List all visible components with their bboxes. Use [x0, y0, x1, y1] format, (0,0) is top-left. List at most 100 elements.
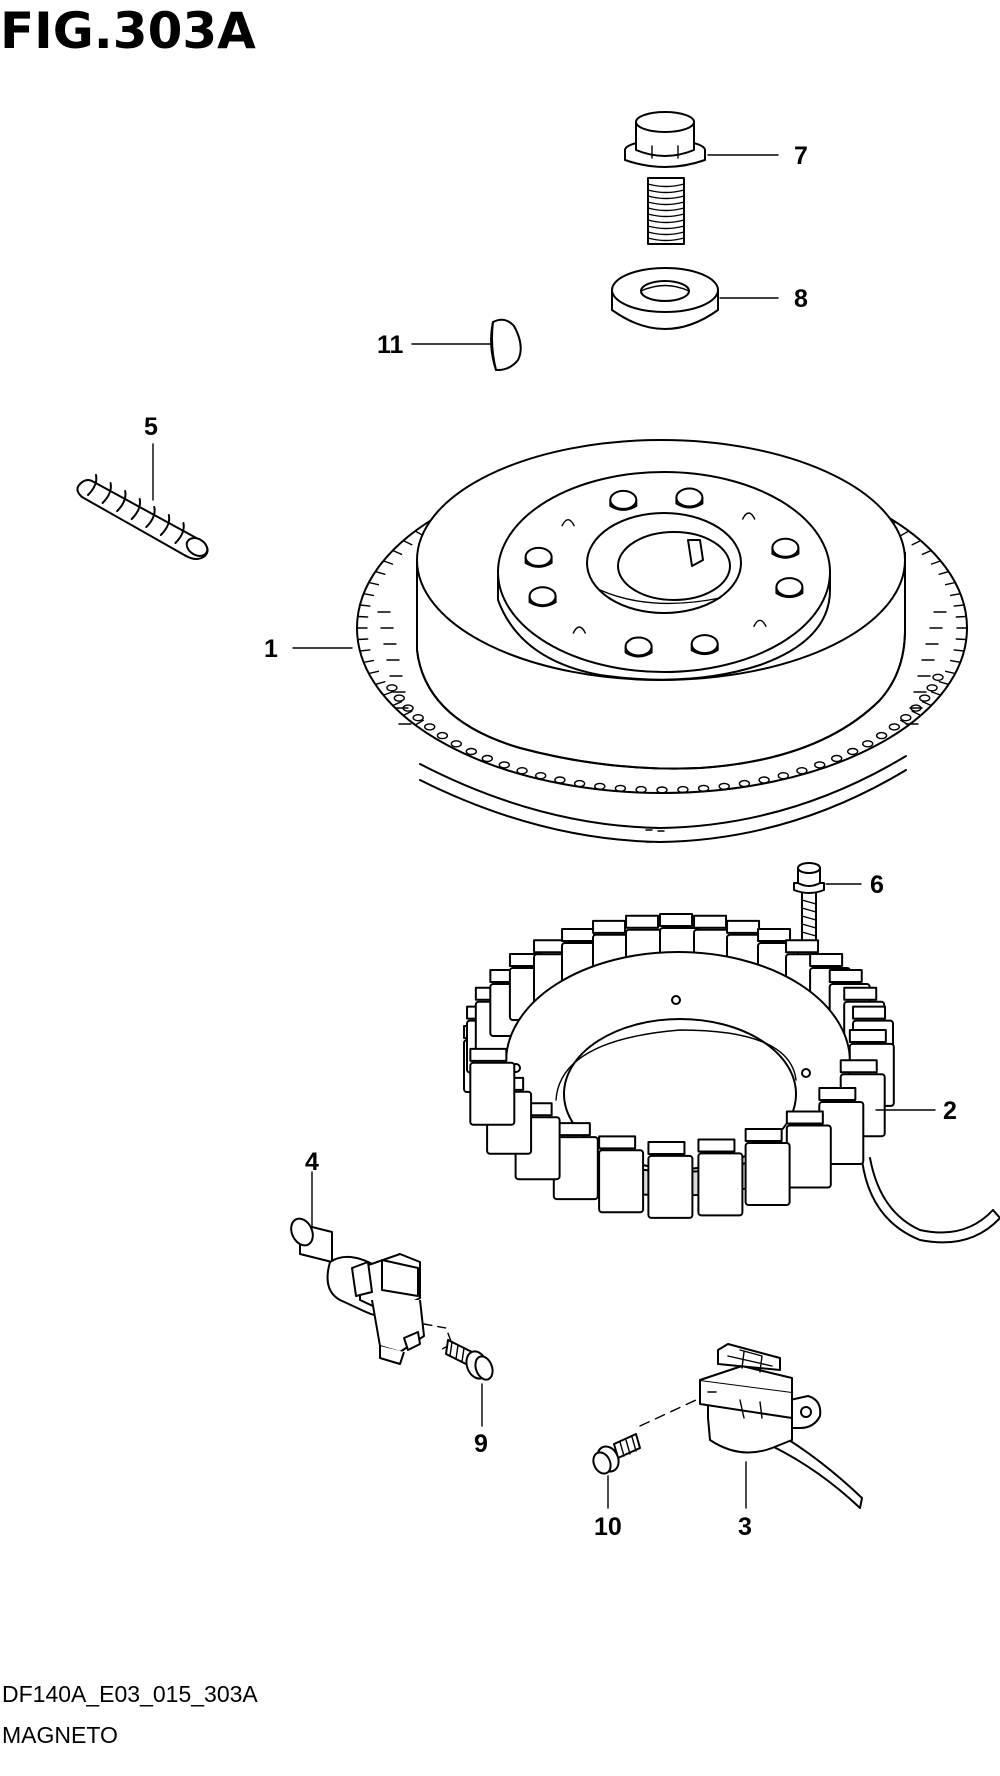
thread-line — [647, 195, 685, 200]
hub-boss — [609, 489, 638, 510]
ring-tooth — [363, 659, 375, 663]
ring-slot — [516, 767, 528, 775]
ring-slot — [900, 714, 912, 722]
ring-tooth — [368, 581, 380, 586]
ring-tooth — [402, 539, 413, 546]
ring-slot — [614, 784, 627, 793]
ring-tooth — [357, 615, 369, 618]
ring-tooth — [921, 549, 932, 555]
hub-boss — [524, 546, 553, 567]
coil-cap — [848, 1028, 887, 1043]
coil-cap — [697, 1138, 736, 1153]
ring-slot — [635, 785, 647, 794]
ring-slot — [554, 776, 566, 784]
pin-coil-line — [87, 474, 98, 496]
coil-cap — [828, 969, 863, 984]
ring-tooth — [382, 560, 394, 565]
callout-8: 8 — [794, 285, 808, 313]
coil-cap — [839, 1059, 878, 1074]
ring-tooth — [392, 549, 403, 555]
callout-2: 2 — [943, 1097, 957, 1125]
ring-slot — [697, 784, 710, 793]
thread-line — [647, 237, 685, 242]
coil-cap — [744, 1128, 783, 1143]
callout-9: 9 — [474, 1430, 488, 1458]
ring-slot — [919, 694, 931, 702]
ring-slot — [888, 723, 900, 731]
hub-boss — [624, 636, 653, 657]
ring-slot — [386, 684, 398, 692]
ring-tooth — [938, 681, 950, 686]
coil-cap — [785, 939, 820, 954]
ring-slot — [718, 782, 730, 791]
hub-boss — [775, 577, 804, 598]
hub-boss — [690, 634, 719, 655]
ring-tooth — [953, 604, 965, 607]
ring-slot — [594, 782, 606, 791]
ring-slot — [465, 747, 477, 756]
ring-slot — [436, 731, 449, 740]
figure-title: FIG.303A — [0, 2, 256, 60]
thread-line — [647, 231, 685, 236]
ring-slot — [498, 761, 510, 769]
coil-cap — [598, 1135, 637, 1150]
pin-coil-line — [116, 490, 127, 512]
figure-code: DF140A_E03_015_303A — [2, 1681, 258, 1707]
callout-1: 1 — [264, 635, 278, 663]
ring-tooth — [944, 670, 956, 675]
ring-slot — [535, 772, 547, 780]
coil-cap — [843, 986, 878, 1001]
ring-tooth — [938, 570, 950, 575]
ring-tooth — [949, 659, 961, 663]
hub-hole — [753, 619, 767, 627]
ring-tooth — [921, 701, 932, 707]
thread-line — [647, 219, 685, 224]
ring-slot — [481, 754, 493, 763]
coil-cap — [561, 928, 596, 943]
callout-7: 7 — [794, 142, 808, 170]
stator-coil — [785, 1124, 832, 1189]
hub-boss — [528, 586, 557, 607]
coil-cap — [818, 1087, 857, 1102]
ring-tooth — [955, 615, 967, 618]
washer-part-8 — [611, 267, 719, 330]
ring-slot — [875, 731, 888, 740]
coil-cap — [625, 914, 660, 929]
stator-coil — [744, 1142, 791, 1206]
callout-10: 10 — [594, 1513, 622, 1541]
ring-tooth — [955, 638, 967, 641]
screw-part-9 — [445, 1339, 494, 1381]
ring-tooth — [368, 670, 380, 675]
coil-cap — [852, 1005, 887, 1020]
ring-slot — [758, 776, 770, 784]
ring-tooth — [382, 691, 394, 696]
ring-tooth — [392, 701, 403, 707]
ring-tooth — [930, 691, 942, 696]
thread-line — [647, 183, 685, 188]
coil-cap — [809, 953, 844, 968]
thread-line — [647, 189, 685, 194]
ring-slot — [777, 772, 789, 780]
ring-tooth — [953, 649, 965, 652]
leader-lines — [152, 154, 936, 1509]
ring-slot — [573, 779, 586, 788]
ring-slot — [412, 714, 424, 722]
screw-part-10 — [592, 1433, 641, 1475]
ring-slot — [862, 740, 874, 748]
callout-11: 11 — [377, 331, 404, 359]
callout-4: 4 — [305, 1148, 319, 1176]
hub-boss — [675, 487, 704, 508]
hub-hole — [572, 626, 586, 634]
pin-coil-line — [101, 482, 112, 504]
coil-cap — [726, 919, 761, 934]
ring-slot — [393, 694, 405, 702]
ring-slot — [656, 786, 668, 794]
ring-tooth — [944, 581, 956, 586]
woodruff-key-part-11 — [490, 318, 522, 371]
pin-coil-line — [174, 522, 185, 544]
ring-tooth — [357, 638, 369, 641]
flange-bolt-part-7 — [624, 111, 706, 245]
pin-coil-line — [145, 506, 156, 528]
sensor-part-4 — [290, 1217, 453, 1365]
